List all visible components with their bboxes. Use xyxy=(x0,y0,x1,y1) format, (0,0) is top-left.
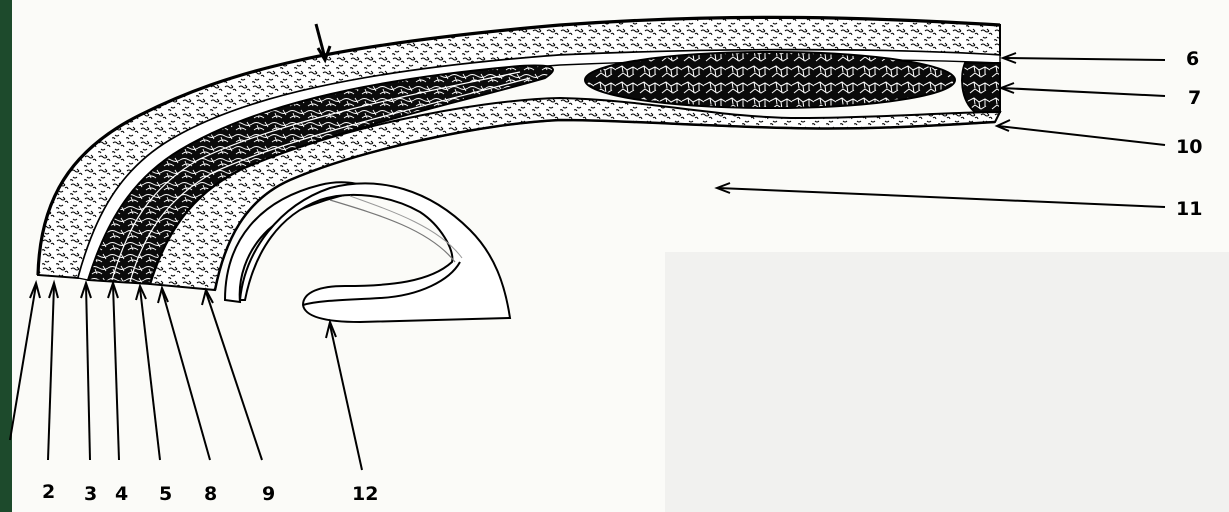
dark-mass xyxy=(585,52,955,108)
label-3: 3 xyxy=(84,483,97,505)
label-11: 11 xyxy=(1176,198,1202,220)
label-2: 2 xyxy=(42,481,55,503)
end-mass xyxy=(962,63,1000,112)
label-4: 4 xyxy=(115,483,128,505)
label-8: 8 xyxy=(204,483,217,505)
label-7: 7 xyxy=(1188,87,1201,109)
label-10: 10 xyxy=(1176,136,1202,158)
label-12: 12 xyxy=(352,483,378,505)
label-6: 6 xyxy=(1186,48,1199,70)
label-5: 5 xyxy=(159,483,172,505)
label-9: 9 xyxy=(262,483,275,505)
